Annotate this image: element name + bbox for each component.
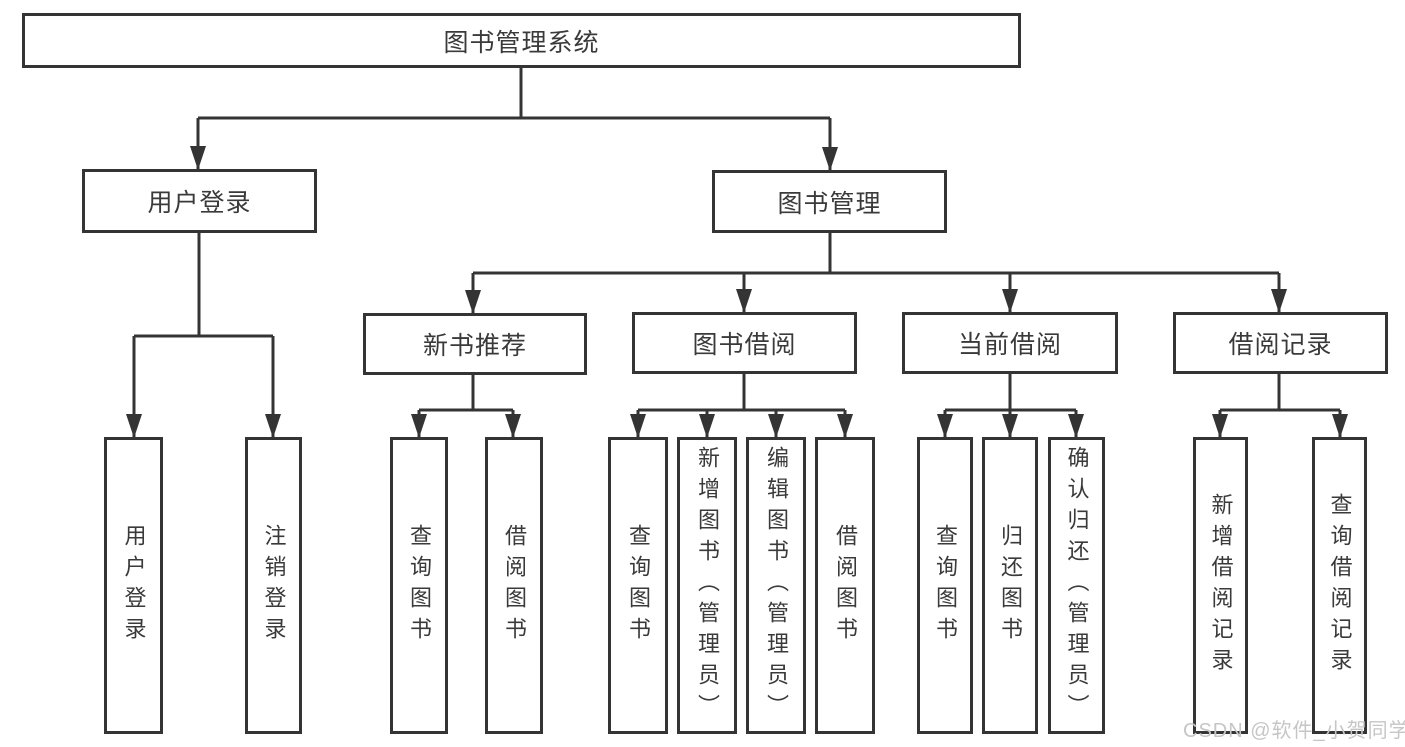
leaf-add-borrow-record-label: 新增借阅记录 [1208,492,1234,679]
leaf-query-book-recommend-label: 查询图书 [407,523,432,648]
leaf-query-borrow-record: 查询借阅记录 [1312,437,1367,734]
leaf-edit-book-admin-label: 编辑图书（管理员） [764,446,789,725]
leaf-query-book-borrow-label: 查询图书 [626,523,651,648]
node-borrow-records: 借阅记录 [1173,312,1388,374]
leaf-user-login-label: 用户登录 [121,523,147,648]
leaf-query-borrow-record-label: 查询借阅记录 [1327,492,1353,679]
leaf-query-book-borrow: 查询图书 [608,437,668,734]
node-root: 图书管理系统 [22,13,1021,68]
leaf-borrow-book-recommend-label: 借阅图书 [502,523,527,648]
leaf-logout-label: 注销登录 [261,523,287,648]
leaf-add-book-admin-label: 新增图书（管理员） [695,446,720,725]
leaf-confirm-return-admin: 确认归还（管理员） [1048,437,1105,734]
leaf-query-book-current-label: 查询图书 [933,523,958,648]
node-book-management: 图书管理 [712,170,947,233]
node-book-borrow: 图书借阅 [632,312,857,374]
leaf-return-book: 归还图书 [982,437,1038,734]
leaf-borrow-book-borrow-label: 借阅图书 [833,523,858,648]
leaf-borrow-book-recommend: 借阅图书 [485,437,543,734]
csdn-watermark: CSDN @软件_小贺同学 [1183,720,1405,742]
node-user-login: 用户登录 [82,169,317,233]
leaf-borrow-book-borrow: 借阅图书 [815,437,875,734]
leaf-user-login: 用户登录 [104,437,163,734]
leaf-add-borrow-record: 新增借阅记录 [1193,437,1248,734]
node-new-book-recommend: 新书推荐 [363,313,587,375]
leaf-logout: 注销登录 [245,437,302,734]
leaf-query-book-current: 查询图书 [917,437,973,734]
leaf-query-book-recommend: 查询图书 [390,437,448,734]
leaf-add-book-admin: 新增图书（管理员） [677,437,737,734]
leaf-edit-book-admin: 编辑图书（管理员） [746,437,806,734]
leaf-return-book-label: 归还图书 [998,523,1023,648]
node-current-borrow: 当前借阅 [902,312,1118,374]
leaf-confirm-return-admin-label: 确认归还（管理员） [1064,446,1090,725]
